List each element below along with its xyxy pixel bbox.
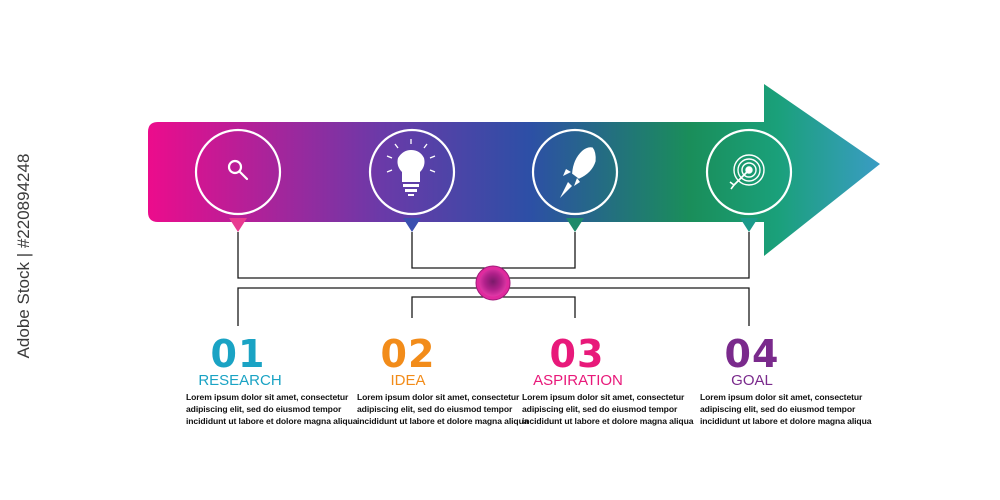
lightbulb-icon xyxy=(386,139,436,196)
step-marker-1 xyxy=(194,128,282,232)
stock-id-label: Adobe Stock | #220894248 xyxy=(14,153,33,359)
step-3-desc-line-1: Lorem ipsum dolor sit amet, consectetur xyxy=(522,392,685,402)
step-marker-3 xyxy=(531,128,619,232)
step-number-1: 01 xyxy=(210,332,266,376)
hub-node xyxy=(475,265,511,301)
step-3-desc-line-3: incididunt ut labore et dolore magna ali… xyxy=(522,416,694,426)
timeline-arrow xyxy=(148,84,880,256)
step-4-desc-line-2: adipiscing elit, sed do eiusmod tempor xyxy=(700,404,856,414)
step-title-3: ASPIRATION xyxy=(533,372,623,389)
step-title-2: IDEA xyxy=(390,372,426,389)
step-description-3: Lorem ipsum dolor sit amet, consectetur … xyxy=(522,391,712,427)
step-description-4: Lorem ipsum dolor sit amet, consectetur … xyxy=(700,391,890,427)
target-icon xyxy=(729,154,765,190)
step-marker-2 xyxy=(368,128,456,232)
step-4-desc-line-1: Lorem ipsum dolor sit amet, consectetur xyxy=(700,392,863,402)
step-number-2: 02 xyxy=(380,332,436,376)
step-number-4: 04 xyxy=(724,332,780,376)
step-title-1: RESEARCH xyxy=(198,372,282,389)
step-4-desc-line-3: incididunt ut labore et dolore magna ali… xyxy=(700,416,872,426)
step-1-desc-line-3: incididunt ut labore et dolore magna ali… xyxy=(186,416,358,426)
rocket-icon xyxy=(560,147,596,198)
step-description-2: Lorem ipsum dolor sit amet, consectetur … xyxy=(357,391,547,427)
magnifier-icon xyxy=(227,159,249,181)
step-number-3: 03 xyxy=(549,332,605,376)
step-description-1: Lorem ipsum dolor sit amet, consectetur … xyxy=(186,391,376,427)
step-1-desc-line-2: adipiscing elit, sed do eiusmod tempor xyxy=(186,404,342,414)
step-3-desc-line-2: adipiscing elit, sed do eiusmod tempor xyxy=(522,404,678,414)
step-2-desc-line-1: Lorem ipsum dolor sit amet, consectetur xyxy=(357,392,520,402)
step-1-desc-line-1: Lorem ipsum dolor sit amet, consectetur xyxy=(186,392,349,402)
step-2-desc-line-3: incididunt ut labore et dolore magna ali… xyxy=(357,416,529,426)
step-marker-4 xyxy=(705,128,793,232)
step-title-4: GOAL xyxy=(731,372,773,389)
step-2-desc-line-2: adipiscing elit, sed do eiusmod tempor xyxy=(357,404,513,414)
